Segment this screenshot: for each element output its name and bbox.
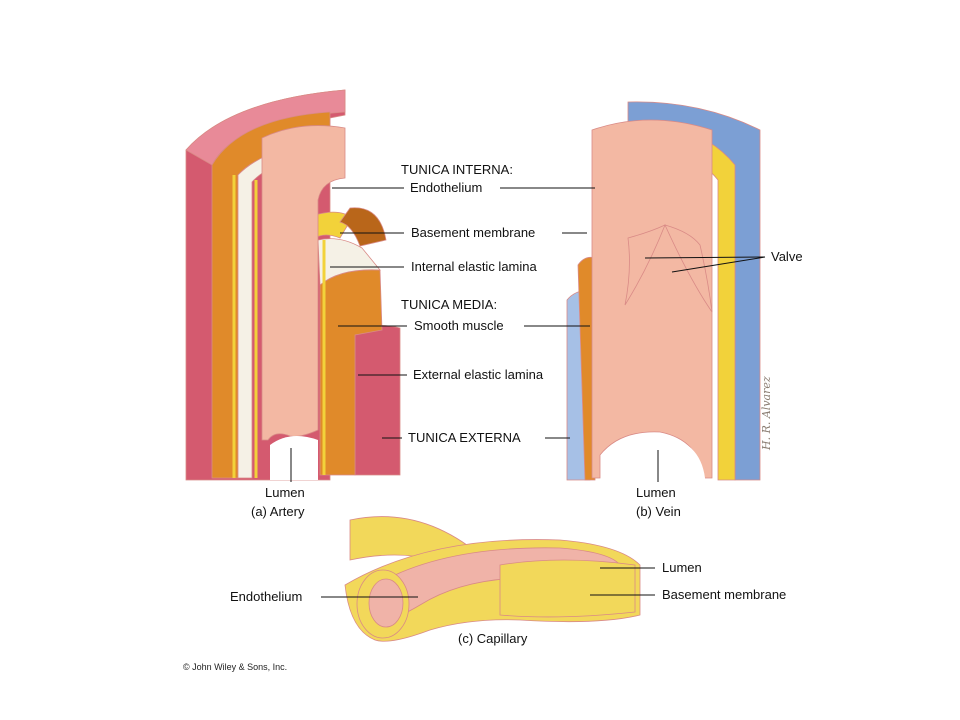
label-capillary-lumen: Lumen xyxy=(662,560,702,575)
leader-valve-2 xyxy=(671,256,766,273)
label-vein-lumen: Lumen xyxy=(636,485,676,500)
vein-endothelium xyxy=(591,119,713,479)
label-endothelium: Endothelium xyxy=(410,180,482,195)
vein-illustration xyxy=(566,101,761,481)
artery-endothelium xyxy=(261,125,346,441)
vein-lumen xyxy=(603,434,705,480)
label-artery-lumen: Lumen xyxy=(265,485,305,500)
label-tunica-media: TUNICA MEDIA: xyxy=(401,297,497,312)
artery-illustration xyxy=(185,89,401,481)
capillary-illustration xyxy=(344,516,641,642)
capillary-inner-wall xyxy=(368,578,404,628)
capillary-labels: Lumen Endothelium Basement membrane (c) … xyxy=(230,560,786,646)
artery-externa-front xyxy=(354,325,401,476)
copyright-notice: © John Wiley & Sons, Inc. xyxy=(183,662,287,672)
vein-labels: Valve Lumen (b) Vein xyxy=(636,249,803,519)
label-external-elastic-lamina: External elastic lamina xyxy=(413,367,544,382)
label-tunica-externa: TUNICA EXTERNA xyxy=(408,430,521,445)
caption-capillary: (c) Capillary xyxy=(458,631,528,646)
label-internal-elastic-lamina: Internal elastic lamina xyxy=(411,259,537,274)
leader-valve-1 xyxy=(644,256,766,259)
label-capillary-endothelium: Endothelium xyxy=(230,589,302,604)
artery-internal-elastic-front xyxy=(317,238,381,286)
artist-signature: H. R. Alvarez xyxy=(760,376,773,451)
caption-artery: (a) Artery xyxy=(251,504,305,519)
artery-labels: TUNICA INTERNA: Endothelium Basement mem… xyxy=(251,162,595,519)
label-capillary-basement: Basement membrane xyxy=(662,587,786,602)
label-basement-membrane: Basement membrane xyxy=(411,225,535,240)
capillary-right-end xyxy=(499,559,636,618)
caption-vein: (b) Vein xyxy=(636,504,681,519)
label-valve: Valve xyxy=(771,249,803,264)
label-tunica-interna: TUNICA INTERNA: xyxy=(401,162,513,177)
artery-muscle-lump xyxy=(339,207,387,247)
label-smooth-muscle: Smooth muscle xyxy=(414,318,504,333)
vein-valve-cusp-left xyxy=(624,224,666,306)
artery-lumen xyxy=(270,436,318,480)
